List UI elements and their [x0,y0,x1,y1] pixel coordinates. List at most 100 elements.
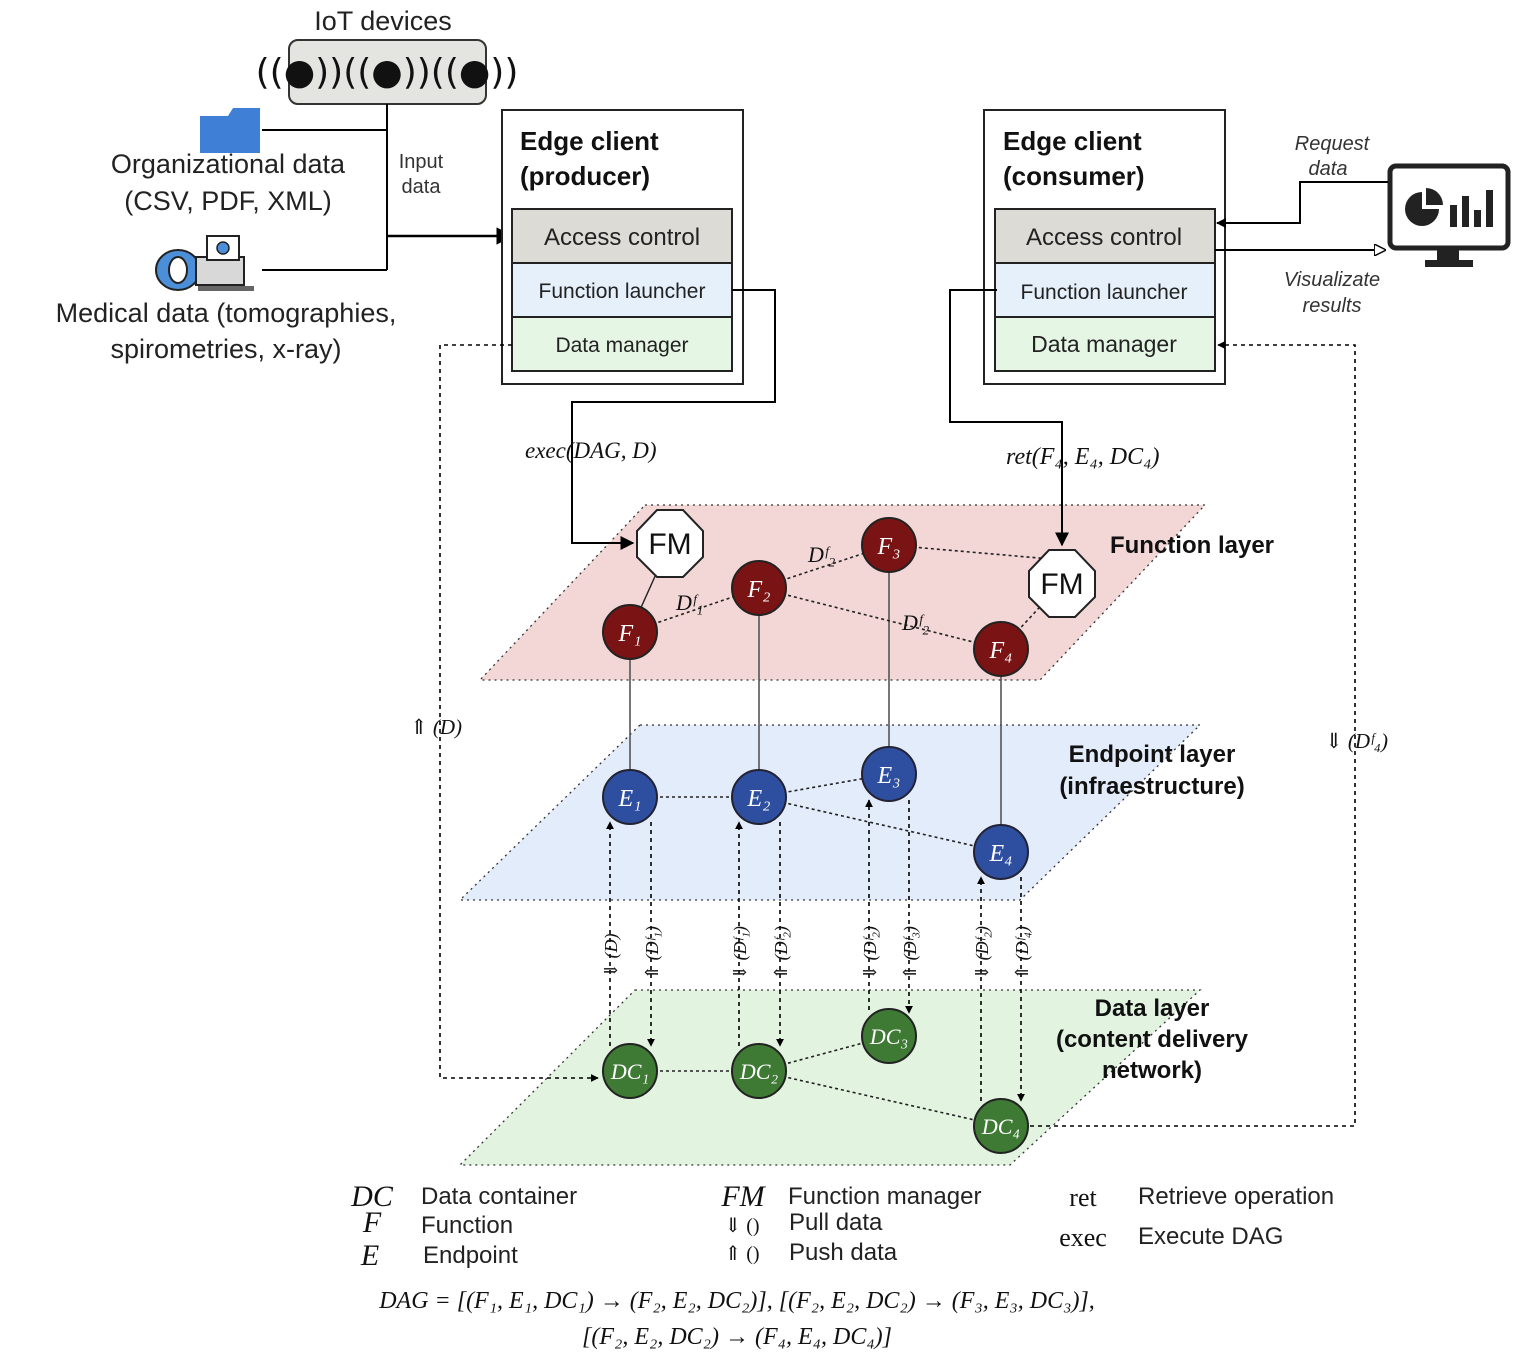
producer-function-launcher [511,262,733,318]
dag-definition-2: [(F₂, E₂, DC₂) → (F₄, E₄, DC₄)] [582,1324,892,1350]
data-layer-edges [630,1035,1002,1127]
consumer-subtitle: (consumer) [1003,161,1145,191]
legend-symbol: ⇑ () [724,1243,759,1265]
legend-text: Push data [789,1239,898,1266]
function-manager-producer: FM [636,509,704,578]
fm-label: FM [648,528,691,561]
container-node-dc4: DC₄ [973,1098,1029,1154]
dc2-label: DC₂ [739,1059,779,1084]
f2-label: F₂ [746,577,770,603]
push-d-dashed-flow [439,344,599,1082]
edge-client-consumer: Edge client (consumer) Access control Fu… [983,109,1226,385]
folder-icon [200,108,260,153]
legend-text: Function manager [788,1183,981,1210]
producer-access-control [511,208,733,264]
pull-df4-dashed-flow [1030,341,1356,1127]
legend-symbol: DC [350,1180,394,1213]
transfer-label: ⇑ (Dᶠ₃) [900,926,921,980]
input-data-connector [262,104,514,271]
producer-launcher-label: Function launcher [539,280,706,303]
consumer-function-launcher [994,262,1216,318]
endpoint-layer-subtitle: (infraestructure) [1059,773,1244,800]
organizational-data-formats: (CSV, PDF, XML) [124,186,332,216]
ret-label: ret(F₄, E₄, DC₄) [1006,444,1159,470]
dc3-label: DC₃ [869,1024,908,1049]
producer-title: Edge client [520,126,659,156]
input-data-label-2: data [402,176,442,198]
edge-client-producer: Edge client (producer) Access control Fu… [501,109,744,385]
container-node-dc3: DC₃ [861,1008,917,1064]
input-data-label: Input [399,151,444,173]
consumer-access-label: Access control [1026,224,1182,251]
container-node-dc2: DC₂ [731,1043,787,1099]
visualize-results-label-2: results [1303,295,1362,317]
request-data-arrow [1216,181,1388,228]
edge-label-df2-top: Dᶠ₂ [807,542,836,567]
dag-definition: DAG = [(F₁, E₁, DC₁) → (F₂, E₂, DC₂)], [… [378,1288,1095,1314]
producer-manager-label: Data manager [555,334,688,357]
consumer-title: Edge client [1003,126,1142,156]
transfer-label: ⇓ (Dᶠ₂) [972,926,993,980]
dc1-label: DC₁ [610,1059,649,1084]
e1-label: E₁ [617,786,641,812]
endpoint-node-e3: E₃ [861,746,917,802]
container-node-dc1: DC₁ [602,1043,658,1099]
data-layer-subtitle-2: network) [1102,1057,1202,1084]
function-layer-plane [478,504,1207,681]
producer-data-manager [511,316,733,372]
data-layer-subtitle: (content delivery [1056,1026,1249,1053]
producer-access-label: Access control [544,224,700,251]
legend-symbol: FM [720,1180,766,1213]
medical-data-label: Medical data (tomographies, [56,298,397,328]
e3-label: E₃ [876,763,900,789]
medical-scanner-icon [155,235,254,291]
transfer-label: ⇓ (D) [601,933,622,978]
endpoint-container-transfers [606,799,1025,1102]
e4-label: E₄ [988,841,1012,867]
edge-label-df1: Dᶠ₁ [675,590,703,615]
e2-label: E₂ [746,786,770,812]
function-manager-consumer: FM [1028,549,1096,618]
legend-text: Pull data [789,1209,883,1236]
transfer-label: ⇑ (Dᶠ₂) [771,926,792,980]
legend-text: Retrieve operation [1138,1183,1334,1210]
push-d-label: ⇑ (D) [410,715,462,739]
fm-label: FM [1040,568,1083,601]
visualize-results-label: Visualizate [1284,269,1380,291]
request-data-label-2: data [1309,158,1348,180]
endpoint-node-e1: E₁ [602,769,658,825]
legend: DC Data container F Function E Endpoint … [350,1180,1334,1350]
f3-label: F₃ [876,534,900,560]
f4-label: F₄ [988,638,1012,664]
function-node-f1: F₁ [602,604,658,660]
endpoint-node-e2: E₂ [731,769,787,825]
transfer-labels: ⇓ (D) ⇑ (Dᶠ₁) ⇓ (Dᶠ₁) ⇑ (Dᶠ₂) ⇓ (Dᶠ₂) ⇑ … [601,926,1033,980]
legend-symbol: ⇓ () [724,1215,759,1237]
svg-text:((●))((●))((●)): ((●))((●))((●)) [256,52,519,93]
f1-label: F₁ [617,621,641,647]
endpoint-node-e4: E₄ [973,824,1029,880]
legend-text: Execute DAG [1138,1223,1283,1250]
wireless-sensor-icon: ((●))((●))((●)) [256,39,519,105]
producer-subtitle: (producer) [520,161,650,191]
legend-text: Function [421,1212,513,1239]
ret-flow [949,289,1069,547]
pull-df4-label: ⇓ (Dᶠ₄) [1325,729,1388,753]
exec-flow [571,289,776,550]
transfer-label: ⇑ (Dᶠ₁) [642,926,663,980]
consumer-manager-label: Data manager [1031,331,1177,357]
endpoint-layer-title: Endpoint layer [1069,741,1236,768]
transfer-label: ⇓ (Dᶠ₂) [860,926,881,980]
consumer-launcher-label: Function launcher [1021,281,1188,304]
transfer-label: ⇑ (Dᶠ₄) [1012,926,1033,980]
iot-devices-label: IoT devices [314,6,452,36]
organizational-data-label: Organizational data [111,149,346,179]
function-node-f4: F₄ [973,621,1029,677]
legend-symbol: exec [1059,1223,1107,1252]
consumer-data-manager [994,316,1216,372]
data-layer-title: Data layer [1095,995,1210,1022]
legend-symbol: F [362,1206,382,1239]
function-node-f2: F₂ [731,560,787,616]
legend-text: Data container [421,1183,577,1210]
